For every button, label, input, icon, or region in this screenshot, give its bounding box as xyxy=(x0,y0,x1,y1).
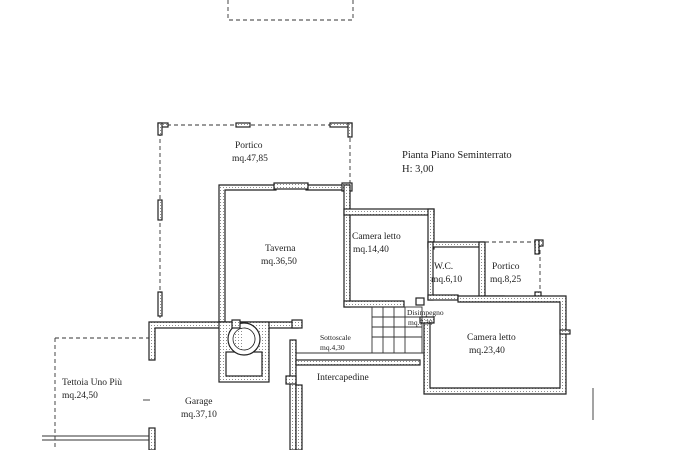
room-label-garage: Garage mq.37,10 xyxy=(181,397,217,420)
room-name: Intercapedine xyxy=(317,373,369,383)
room-area: mq.4,30 xyxy=(320,343,345,352)
room-area: mq.24,50 xyxy=(62,391,98,401)
room-area: mq.14,40 xyxy=(353,245,389,255)
room-label-intercapedine: Intercapedine xyxy=(317,373,369,383)
room-label-sottoscale: Sottoscale mq.4,30 xyxy=(320,333,351,352)
stairs xyxy=(296,297,425,354)
room-area: mq.23,40 xyxy=(469,346,505,356)
room-name: Portico xyxy=(492,262,520,272)
room-label-camera-letto-1: Camera letto mq.14,40 xyxy=(352,232,401,255)
room-name: Garage xyxy=(185,397,212,407)
room-name: Disimpegno xyxy=(407,308,444,317)
room-label-tettoia: Tettoia Uno Più mq.24,50 xyxy=(62,378,122,401)
room-label-portico-small: Portico mq.8,25 xyxy=(490,262,521,285)
room-label-portico-main: Portico mq.47,85 xyxy=(232,141,268,164)
title-label: Pianta Piano Seminterrato H: 3,00 xyxy=(402,150,512,175)
room-label-disimpegno: Disimpegno mq.7,30 xyxy=(407,308,444,327)
room-name: Sottoscale xyxy=(320,333,351,342)
room-name: Taverna xyxy=(265,244,296,254)
tettoia-outline xyxy=(42,337,150,450)
room-label-wc: W.C. mq.6,10 xyxy=(431,262,462,285)
room-name: Tettoia Uno Più xyxy=(62,378,122,388)
room-name: Camera letto xyxy=(467,333,516,343)
main-walls xyxy=(218,182,571,395)
room-name: W.C. xyxy=(434,262,453,272)
top-dashed-outline xyxy=(227,0,354,21)
room-area: mq.8,25 xyxy=(490,275,521,285)
room-label-camera-letto-2: Camera letto mq.23,40 xyxy=(467,333,516,356)
plan-height: H: 3,00 xyxy=(402,164,434,175)
room-area: mq.6,10 xyxy=(431,275,462,285)
garage-walls xyxy=(148,319,421,450)
room-name: Camera letto xyxy=(352,232,401,242)
portico-main-outline xyxy=(157,122,353,320)
plan-title: Pianta Piano Seminterrato xyxy=(402,150,512,161)
room-area: mq.37,10 xyxy=(181,410,217,420)
room-area: mq.7,30 xyxy=(408,318,433,327)
room-area: mq.36,50 xyxy=(261,257,297,267)
room-label-taverna: Taverna mq.36,50 xyxy=(261,244,297,267)
room-area: mq.47,85 xyxy=(232,154,268,164)
room-name: Portico xyxy=(235,141,263,151)
